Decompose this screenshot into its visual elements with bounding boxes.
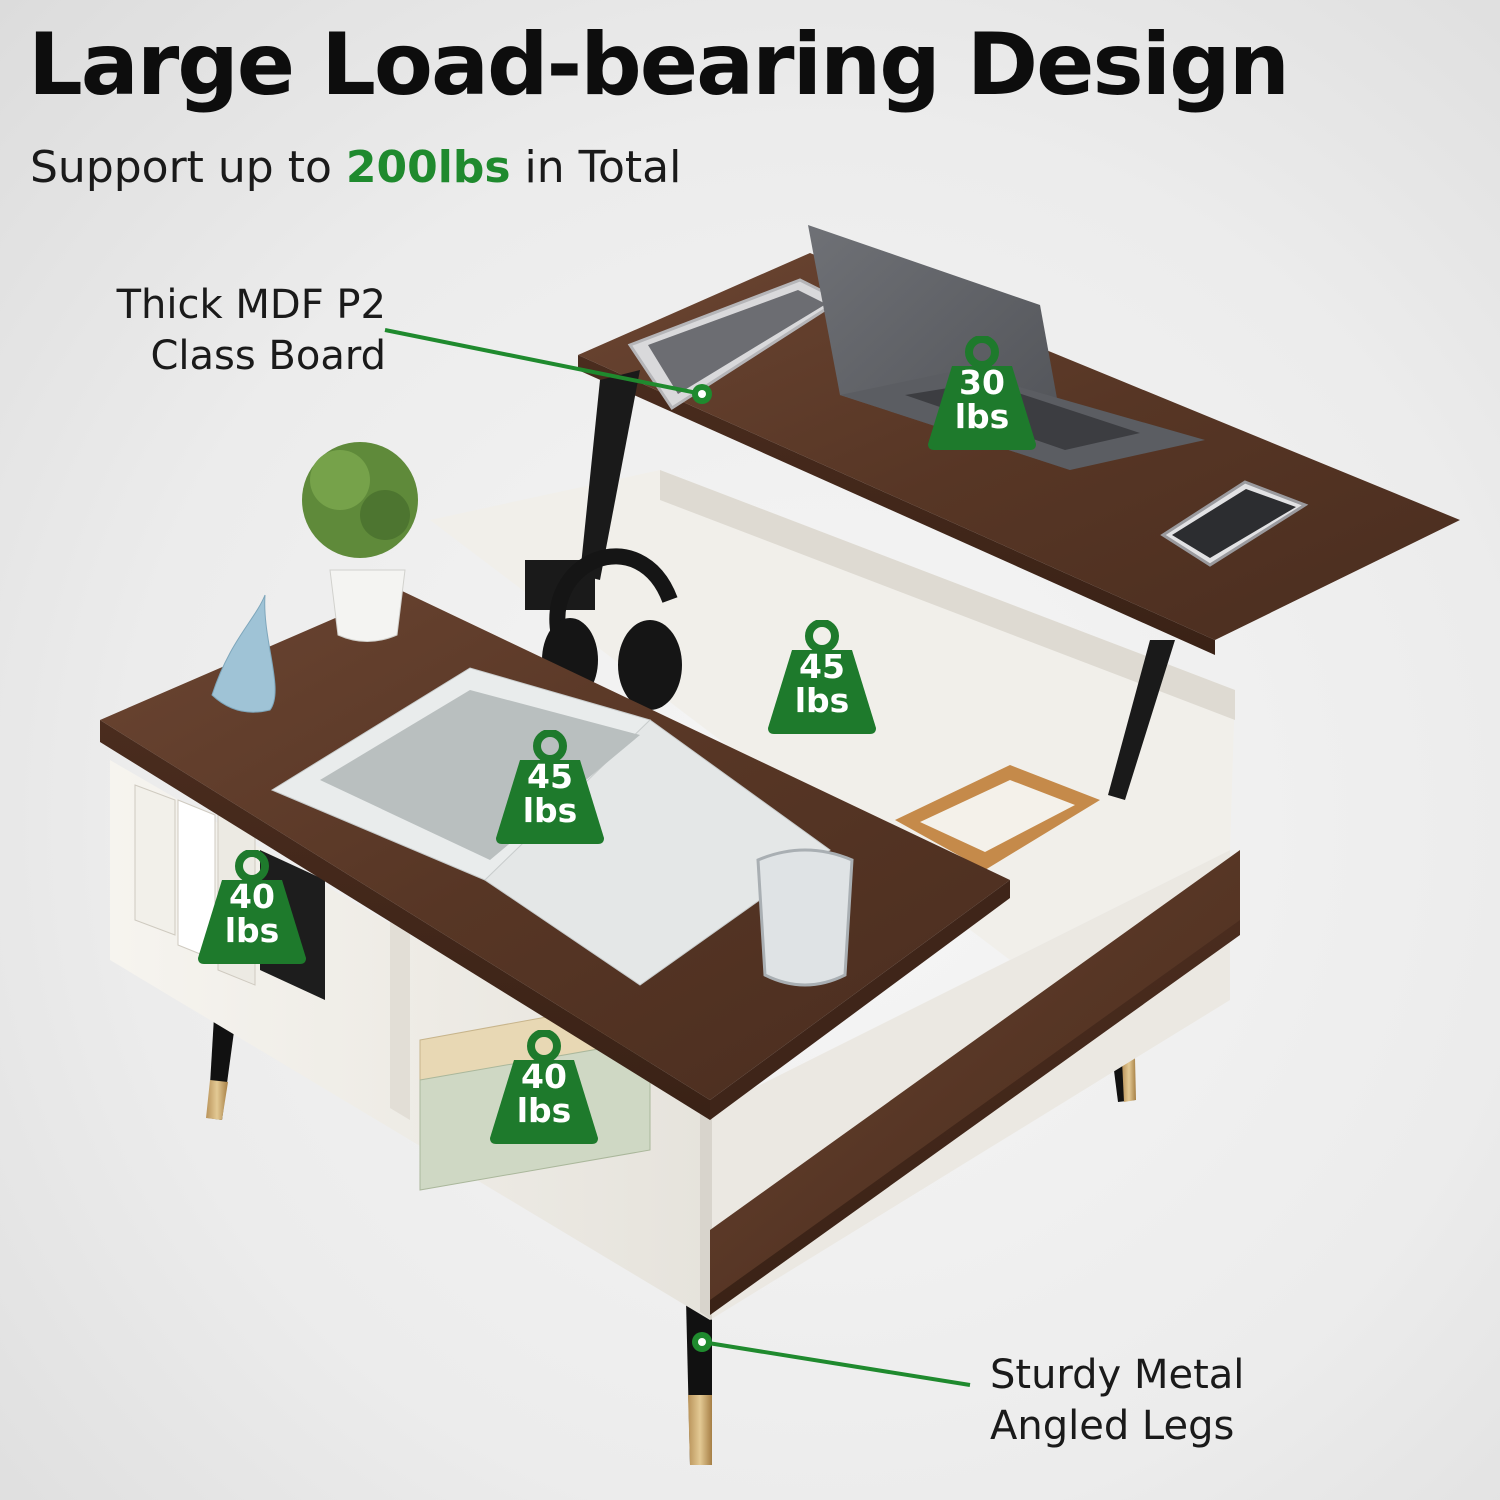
weight-icon [198, 850, 306, 964]
drinking-glass [756, 848, 854, 987]
smartphone-device [1160, 480, 1309, 567]
weight-unit: lbs [794, 681, 850, 720]
weight-value: 40 [521, 1057, 567, 1096]
ceramic-fish-decor [211, 594, 276, 713]
weight-icon [490, 1030, 598, 1144]
callout-metal-legs: Sturdy Metal Angled Legs [990, 1350, 1244, 1452]
weight-icon [496, 730, 604, 844]
callout-legs-line1: Sturdy Metal [990, 1352, 1245, 1398]
weight-value: 40 [229, 877, 275, 916]
walnut-drawer-front [710, 850, 1240, 1315]
weight-icon [928, 336, 1036, 450]
subline: Support up to 200lbs in Total [30, 142, 681, 193]
weight-unit: lbs [522, 791, 578, 830]
subline-total-weight: 200lbs [345, 142, 511, 193]
subline-prefix: Support up to [30, 142, 346, 193]
photo-frame [895, 765, 1100, 870]
weight-unit: lbs [516, 1091, 572, 1130]
weight-unit: lbs [224, 911, 280, 950]
weight-value: 45 [799, 647, 845, 686]
potted-plant [302, 442, 418, 642]
callout-legs-line2: Angled Legs [990, 1403, 1235, 1450]
weight-value: 45 [527, 757, 573, 796]
callout-mdf-line1: Thick MDF P2 [116, 282, 386, 328]
weight-icon [768, 620, 876, 734]
callout-mdf-line2: Class Board [150, 333, 386, 380]
subline-suffix: in Total [510, 142, 682, 193]
headline: Large Load-bearing Design [28, 15, 1290, 115]
weight-unit: lbs [954, 397, 1010, 436]
weight-value: 30 [959, 363, 1005, 402]
callout-lines [384, 328, 971, 1387]
callout-mdf-board: Thick MDF P2 Class Board [96, 280, 386, 382]
